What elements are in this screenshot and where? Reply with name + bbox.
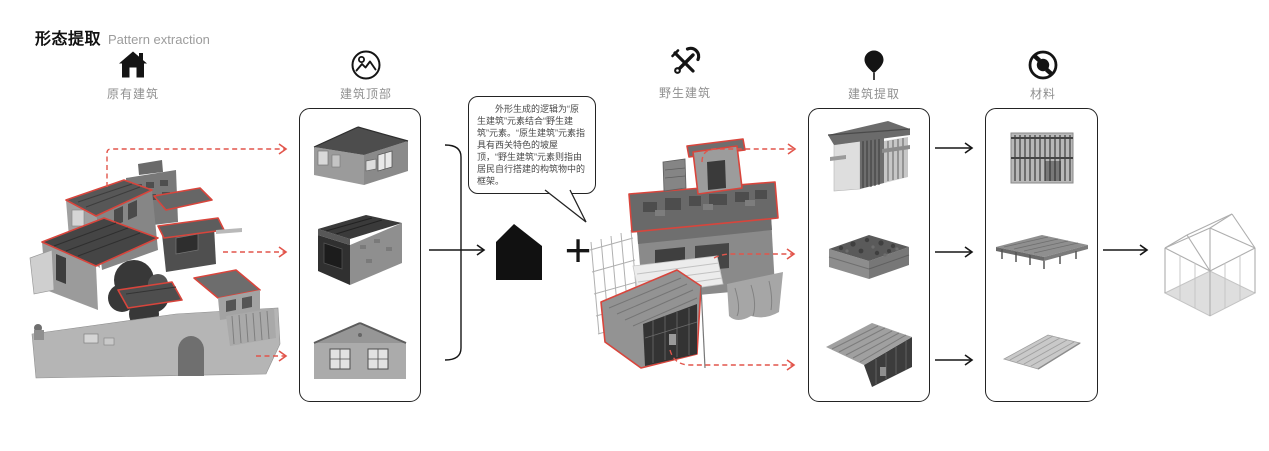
title-zh: 形态提取 <box>35 31 102 48</box>
stage-label: 原有建筑 <box>106 87 159 101</box>
stage-label: 建筑提取 <box>847 87 900 101</box>
rooftop-photo-pitched-house <box>308 121 412 192</box>
plus-operator: + <box>564 224 592 276</box>
material-photo-grille <box>1009 131 1075 190</box>
callout-tail <box>544 189 587 223</box>
stage-label: 野生建筑 <box>658 86 711 100</box>
material-photo-platform <box>992 231 1092 274</box>
extraction-panel <box>808 108 930 402</box>
stage-label: 建筑顶部 <box>339 87 392 101</box>
rooftop-photo-gable-facade <box>310 319 410 386</box>
extraction-photo-rooftop-slab <box>827 231 911 288</box>
extraction-photo-shed-roof <box>826 119 912 198</box>
title-en: Pattern extraction <box>108 32 210 47</box>
photo-icon <box>349 46 383 82</box>
tools-icon <box>667 45 703 81</box>
wild-building-collage <box>585 138 790 395</box>
rooftop-panel <box>299 108 421 402</box>
callout-bubble: 外形生成的逻辑为“原生建筑”元素结合“野生建筑”元素。“原生建筑”元素指具有西关… <box>468 96 596 194</box>
material-icon <box>1026 46 1060 82</box>
stage-building-extraction: 建筑提取 <box>814 46 934 102</box>
home-icon <box>116 46 150 82</box>
pin-icon <box>857 46 891 82</box>
callout-text: 外形生成的逻辑为“原生建筑”元素结合“野生建筑”元素。“原生建筑”元素指具有西关… <box>477 104 586 186</box>
wireframe-house <box>1155 196 1265 335</box>
combine-bracket <box>444 144 462 361</box>
stage-label: 材料 <box>1029 87 1056 101</box>
original-building-collage <box>26 138 291 415</box>
material-panel <box>985 108 1098 402</box>
black-house-shape <box>492 222 546 287</box>
stage-wild-building: 野生建筑 <box>625 45 745 101</box>
extraction-photo-lean-to <box>824 321 914 394</box>
page-title: 形态提取 Pattern extraction <box>35 25 210 49</box>
stage-building-rooftop: 建筑顶部 <box>306 46 426 102</box>
material-photo-corrugated-sheet <box>1000 331 1084 376</box>
stage-material: 材料 <box>983 46 1103 102</box>
stage-original-building: 原有建筑 <box>73 46 193 102</box>
rooftop-photo-shed <box>316 207 404 292</box>
